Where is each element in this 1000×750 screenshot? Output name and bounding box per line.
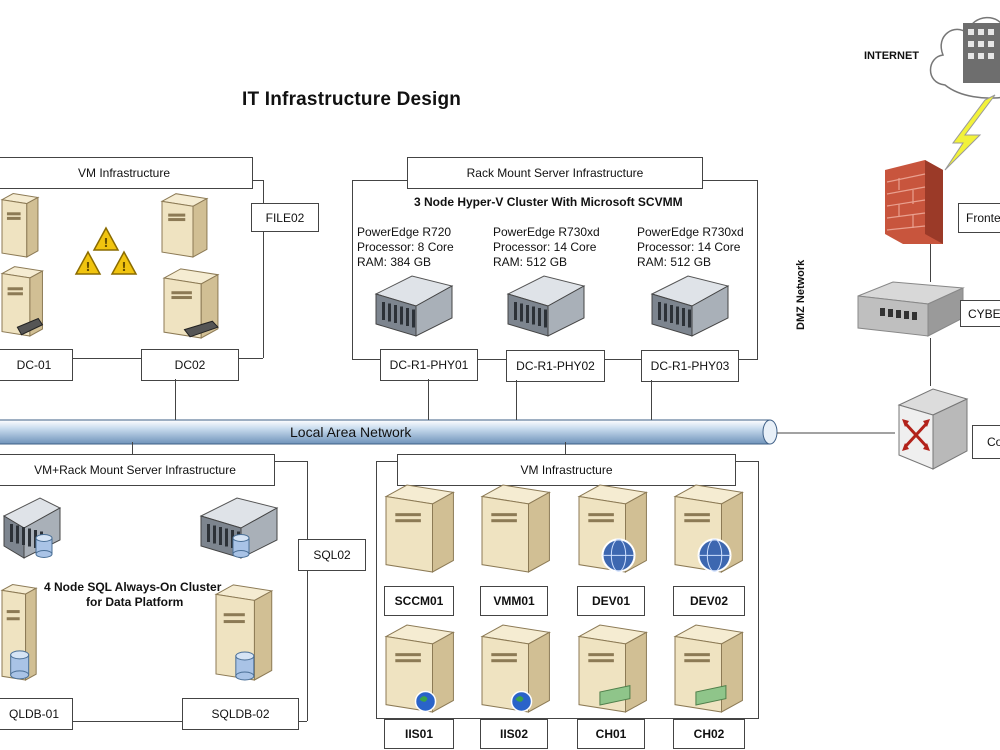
sql-rack-server-1 xyxy=(2,497,62,559)
cpu-1: Processor: 8 Core xyxy=(357,240,454,254)
dc-01-label: DC-01 xyxy=(0,349,73,381)
vm-label-dev02: DEV02 xyxy=(673,586,745,616)
svg-text:!: ! xyxy=(121,260,126,274)
server-dc02-top xyxy=(160,193,209,258)
vm-server-icon-dev02 xyxy=(673,484,744,573)
vm-server-icon-vmm01 xyxy=(480,484,551,573)
vm-label-sccm01: SCCM01 xyxy=(384,586,454,616)
sql-panel-title: VM+Rack Mount Server Infrastructure xyxy=(0,454,275,486)
lan-drop xyxy=(428,379,429,420)
panel-border xyxy=(307,461,308,721)
vm-server-icon-sccm01 xyxy=(384,484,455,573)
cpu-2: Processor: 14 Core xyxy=(493,240,597,254)
vm-infra-top-title: VM Infrastructure xyxy=(0,157,253,189)
lan-drop xyxy=(132,442,133,454)
core-router-icon xyxy=(897,388,969,470)
vm-server-icon-iis01 xyxy=(384,624,455,713)
firewall-label: Fronte xyxy=(958,203,1000,233)
sqldb-02-server xyxy=(214,584,274,681)
server-spec-1: PowerEdge R720 Processor: 8 Core RAM: 38… xyxy=(357,225,454,270)
panel-border xyxy=(263,180,264,358)
dmz-link xyxy=(930,244,931,282)
sqldb-01-server xyxy=(0,584,38,681)
firewall-icon xyxy=(885,160,943,244)
rack-panel-title: Rack Mount Server Infrastructure xyxy=(407,157,703,189)
lan-label: Local Area Network xyxy=(290,424,412,440)
sql-rack-server-2 xyxy=(199,497,279,559)
file02-label: FILE02 xyxy=(251,203,319,232)
dc02-label: DC02 xyxy=(141,349,239,381)
server-dc02-bottom xyxy=(162,268,220,339)
svg-text:!: ! xyxy=(103,236,108,250)
lan-pipe xyxy=(0,419,895,445)
vm-label-dev01: DEV01 xyxy=(577,586,645,616)
server-dc-01-top xyxy=(0,193,40,258)
rack-server-icon-2 xyxy=(506,275,586,337)
lan-drop xyxy=(651,380,652,420)
server-spec-2: PowerEdge R730xd Processor: 14 Core RAM:… xyxy=(493,225,600,270)
model-3: PowerEdge R730xd xyxy=(637,225,744,239)
svg-text:!: ! xyxy=(85,260,90,274)
vm-server-icon-ch01 xyxy=(577,624,648,713)
vm-server-icon-dev01 xyxy=(577,484,648,573)
rack-subtitle: 3 Node Hyper-V Cluster With Microsoft SC… xyxy=(414,195,683,209)
vm-server-icon-ch02 xyxy=(673,624,744,713)
ram-3: RAM: 512 GB xyxy=(637,255,712,269)
lightning-bolt-icon xyxy=(944,94,996,171)
vm-bottom-title: VM Infrastructure xyxy=(397,454,736,486)
rack-server-icon-3 xyxy=(650,275,730,337)
vm-label-iis02: IIS02 xyxy=(480,719,548,749)
sql-cluster-line2: for Data Platform xyxy=(86,595,184,609)
lan-drop xyxy=(516,380,517,420)
internet-label: INTERNET xyxy=(864,50,919,62)
model-2: PowerEdge R730xd xyxy=(493,225,600,239)
lan-drop xyxy=(175,379,176,420)
warning-icon: !!! xyxy=(74,226,138,275)
vm-label-ch01: CH01 xyxy=(577,719,645,749)
sqldb-01-label: QLDB-01 xyxy=(0,698,73,730)
model-1: PowerEdge R720 xyxy=(357,225,452,239)
vm-server-icon-iis02 xyxy=(480,624,551,713)
cloud-icon xyxy=(929,16,1000,99)
sqldb-02-label: SQLDB-02 xyxy=(182,698,299,730)
cyberoam-appliance-icon xyxy=(857,281,965,337)
vm-label-iis01: IIS01 xyxy=(384,719,454,749)
server-dc-01-bottom xyxy=(0,266,44,337)
panel-border xyxy=(0,358,263,359)
ram-1: RAM: 384 GB xyxy=(357,255,432,269)
dmz-network-label: DMZ Network xyxy=(795,259,807,330)
phy03-label: DC-R1-PHY03 xyxy=(641,350,739,382)
sql-cluster-line1: 4 Node SQL Always-On Cluster xyxy=(44,580,222,594)
vm-label-vmm01: VMM01 xyxy=(480,586,548,616)
page-title: IT Infrastructure Design xyxy=(242,89,462,110)
cyberoam-label: CYBE xyxy=(960,300,1000,327)
phy01-label: DC-R1-PHY01 xyxy=(380,349,478,381)
lan-drop xyxy=(565,442,566,454)
server-spec-3: PowerEdge R730xd Processor: 14 Core RAM:… xyxy=(637,225,744,270)
ram-2: RAM: 512 GB xyxy=(493,255,568,269)
phy02-label: DC-R1-PHY02 xyxy=(506,350,605,382)
dmz-link-2 xyxy=(930,338,931,386)
panel-border xyxy=(0,721,307,722)
sql02-label: SQL02 xyxy=(298,539,366,571)
rack-server-icon-1 xyxy=(374,275,454,337)
core-label: Co xyxy=(972,425,1000,459)
vm-label-ch02: CH02 xyxy=(673,719,745,749)
cpu-3: Processor: 14 Core xyxy=(637,240,741,254)
